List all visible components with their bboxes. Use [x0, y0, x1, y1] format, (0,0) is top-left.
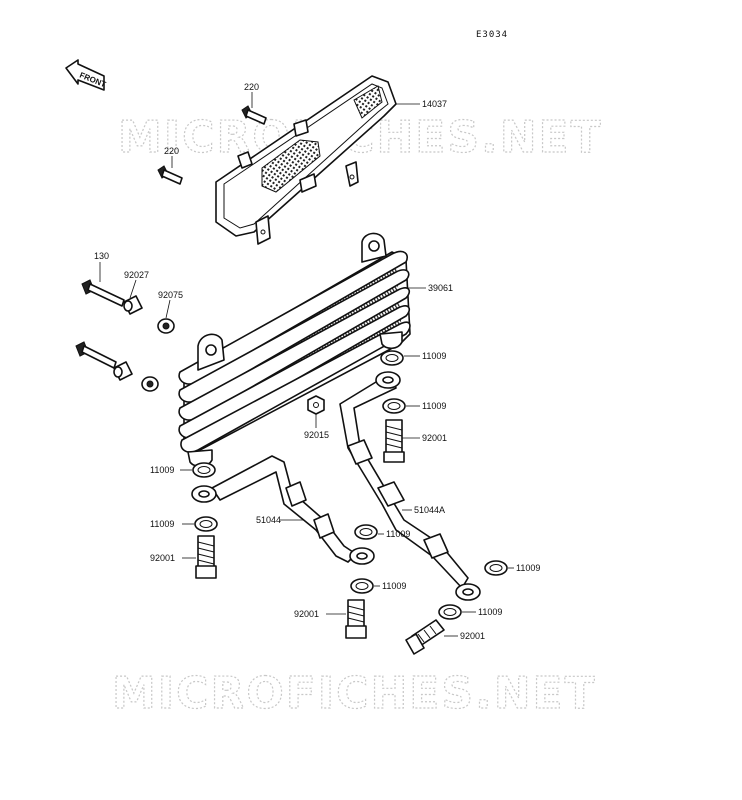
- label-220-lower: 220: [164, 146, 179, 156]
- label-51044: 51044: [256, 515, 281, 525]
- label-14037: 14037: [422, 99, 447, 109]
- washer-11009-f: [350, 578, 374, 594]
- washer-11009-b: [382, 398, 406, 414]
- label-11009-a: 11009: [422, 351, 446, 361]
- label-11009-g: 11009: [516, 563, 540, 573]
- bolt-130-upper: [81, 279, 125, 307]
- collar-92027-upper: [123, 295, 143, 315]
- banjo-bolt-92001-a: [383, 419, 405, 463]
- watermark-bottom: MICROFICHES.NET: [112, 668, 597, 719]
- label-92001-d: 92001: [460, 631, 485, 641]
- label-92075: 92075: [158, 290, 183, 300]
- diagram-code: E3034: [476, 30, 508, 40]
- label-92001-a: 92001: [422, 433, 447, 443]
- label-11009-d: 11009: [150, 519, 174, 529]
- washer-11009-h: [438, 604, 462, 620]
- label-11009-b: 11009: [422, 401, 446, 411]
- label-39061: 39061: [428, 283, 453, 293]
- bolt-220-lower: [157, 165, 183, 185]
- label-11009-f: 11009: [382, 581, 406, 591]
- grommet-92075-lower: [141, 376, 159, 392]
- bolt-130-lower: [75, 341, 117, 369]
- label-11009-h: 11009: [478, 607, 502, 617]
- banjo-bolt-92001-d: [405, 619, 445, 655]
- label-92027: 92027: [124, 270, 149, 280]
- label-11009-c: 11009: [150, 465, 174, 475]
- washer-11009-g: [484, 560, 508, 576]
- oil-hose-51044A: [339, 371, 481, 601]
- collar-92027-lower: [113, 361, 133, 381]
- label-51044A: 51044A: [414, 505, 445, 515]
- label-92001-b: 92001: [150, 553, 175, 563]
- oil-cooler-guard: [215, 75, 397, 245]
- washer-11009-a: [380, 350, 404, 366]
- washer-11009-d: [194, 516, 218, 532]
- nut-92015: [307, 395, 325, 415]
- leader-lines: [99, 92, 514, 637]
- oil-cooler-core: [178, 232, 411, 468]
- grommet-92075-upper: [157, 318, 175, 334]
- washer-11009-c: [192, 462, 216, 478]
- label-92001-c: 92001: [294, 609, 319, 619]
- label-220-upper: 220: [244, 82, 259, 92]
- oil-hose-51044: [191, 455, 375, 565]
- bolt-220-upper: [241, 105, 267, 125]
- banjo-bolt-92001-b: [195, 535, 217, 579]
- label-92015: 92015: [304, 430, 329, 440]
- label-130: 130: [94, 251, 109, 261]
- washer-11009-e: [354, 524, 378, 540]
- banjo-bolt-92001-c: [345, 599, 367, 639]
- front-arrow-icon: FRONT: [65, 59, 107, 91]
- label-11009-e: 11009: [386, 529, 410, 539]
